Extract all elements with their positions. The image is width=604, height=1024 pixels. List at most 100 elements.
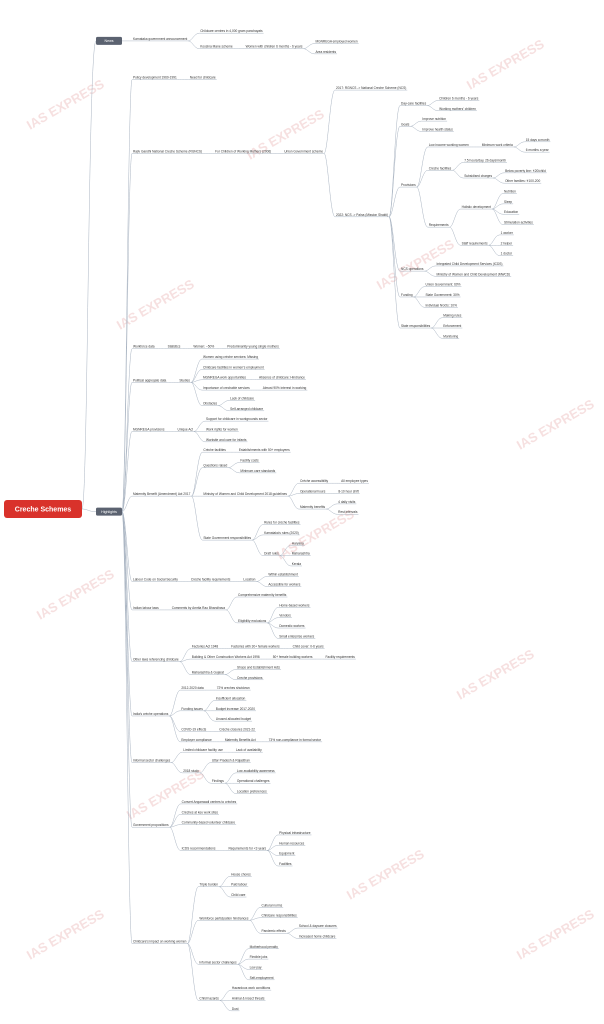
node-government-propositions[interactable]: Government propositions — [132, 823, 170, 828]
node-staff-requirements[interactable]: Staff requirements — [460, 241, 489, 246]
node-findings[interactable]: Findings — [210, 779, 225, 784]
node-location[interactable]: Location — [242, 577, 257, 582]
node-shops-and-establishment-acts[interactable]: Shops and Establishment Acts — [235, 665, 282, 670]
node-women-50[interactable]: Women: ~50% — [192, 345, 216, 349]
node-haryana[interactable]: Haryana — [290, 541, 305, 546]
node-unused-allocated-budget[interactable]: Unused allocated budget — [214, 717, 253, 722]
node-72-creches-shutdown[interactable]: 72% creches shutdown — [215, 686, 251, 691]
node-child-hazards[interactable]: Child hazards — [198, 996, 220, 1001]
node-all-employee-types[interactable]: All employee types — [340, 479, 369, 484]
node-improve-health-status[interactable]: Improve health status — [421, 127, 454, 132]
node-domestic-workers[interactable]: Domestic workers — [278, 624, 306, 629]
node-lack-of-childcare[interactable]: Lack of childcare — [229, 396, 256, 401]
node-1-worker[interactable]: 1 worker — [499, 231, 514, 236]
node-limited-childcare-facility-use[interactable]: Limited childcare facility use — [182, 748, 224, 753]
node-self-arranged-childcare[interactable]: Self-arranged childcare — [229, 407, 265, 412]
node-monitoring[interactable]: Monitoring — [442, 334, 460, 339]
node-house-chores[interactable]: House chores — [230, 872, 252, 877]
node-2018-study[interactable]: 2018 study — [182, 769, 200, 774]
node-comprehensive-maternity-benefits[interactable]: Comprehensive maternity benefits — [237, 593, 288, 598]
node-subsidised-charges[interactable]: Subsidised charges — [463, 174, 494, 179]
node-rajiv-gandhi-national-creche-scheme-rgnc[interactable]: Rajiv Gandhi National Creche Scheme (RGN… — [132, 149, 204, 154]
node-individual-ngos-10[interactable]: Individual NGOs: 10% — [424, 303, 458, 308]
node-karnataka-government-announcement[interactable]: Karnataka government announcement — [132, 37, 189, 42]
node-area-residents[interactable]: Area residents — [314, 50, 338, 55]
node-state-government-30[interactable]: State Government: 30% — [424, 293, 461, 298]
node-day-care-facilities[interactable]: Day-care facilities — [400, 102, 428, 106]
node-maharashtra[interactable]: Maharashtra — [290, 552, 311, 556]
node-child-care[interactable]: Child care — [230, 893, 247, 898]
node-mgnrega-provisions[interactable]: MGNREGA provisions — [132, 427, 166, 432]
node-predominantly-young-single-mothers[interactable]: Predominantly young single mothers — [226, 345, 280, 349]
node-self-employment[interactable]: Self-employment — [248, 976, 275, 981]
node-low-availability-awareness[interactable]: Low availability awareness — [235, 769, 276, 774]
node-human-resources[interactable]: Human resources — [278, 841, 306, 846]
node-4-daily-visits[interactable]: 4 daily visits — [337, 500, 357, 505]
node-factories-act-1948[interactable]: Factories Act 1948 — [190, 645, 220, 649]
node-need-for-childcare[interactable]: Need for childcare — [188, 76, 217, 80]
node-operational-challenges[interactable]: Operational challenges — [235, 779, 271, 784]
node-indian-labour-laws[interactable]: Indian labour laws — [132, 606, 160, 611]
node-icds-recommendations[interactable]: ICDS recommendations — [180, 846, 217, 851]
node-informal-sector-challenges[interactable]: Informal sector challenges — [198, 960, 238, 965]
root-node[interactable]: Creche Schemes — [4, 500, 82, 518]
node-motherhood-penalty[interactable]: Motherhood penalty — [248, 945, 279, 950]
node-within-establishment[interactable]: Within establishment — [267, 572, 299, 577]
node-for-children-of-working-mothers-2006[interactable]: For Children of Working Mothers (2006) — [214, 149, 273, 154]
node-goals[interactable]: Goals — [400, 122, 411, 127]
node-obstacles[interactable]: Obstacles — [201, 402, 219, 406]
node-sleep[interactable]: Sleep — [503, 200, 514, 205]
node-cr-ches-at-key-work-sites[interactable]: Crèches at key work sites — [180, 810, 219, 815]
node-paid-labour[interactable]: Paid labour — [230, 883, 249, 887]
node-cr-che-accessibility[interactable]: Crèche accessibility — [298, 479, 330, 484]
node-home-based-workers[interactable]: Home-based workers — [278, 603, 311, 608]
node-6-months-a-year[interactable]: 6 months a year — [524, 148, 550, 153]
node-maharashtra-gujarat[interactable]: Maharashtra & Gujarat — [190, 671, 225, 675]
node-provisions[interactable]: Provisions — [400, 183, 417, 188]
node-maternity-benefit-amendment-act-2017[interactable]: Maternity Benefit (Amendment) Act 2017 — [132, 492, 192, 497]
node-labour-code-on-social-security[interactable]: Labour Code on Social Security — [132, 577, 179, 582]
node-low-income-working-women[interactable]: Low income working women — [427, 143, 470, 148]
node-cr-che-facilities[interactable]: Crèche facilities — [202, 448, 227, 453]
node-childcare-responsibilities[interactable]: Childcare responsibilities — [260, 914, 298, 918]
node-funding[interactable]: Funding — [400, 293, 414, 298]
node-low-pay[interactable]: Low pay — [248, 965, 263, 970]
node-maternity-benefits-act[interactable]: Maternity Benefits Act — [223, 738, 257, 743]
node-statistics[interactable]: Statistics — [166, 345, 182, 349]
node-budget-increase-2017-2020[interactable]: Budget increase 2017-2020 — [214, 707, 256, 712]
node-holistic-development[interactable]: Holistic development — [460, 205, 492, 210]
node-unique-act[interactable]: Unique Act — [176, 427, 194, 432]
node-other-families-100-200[interactable]: Other families: ₹100-200 — [504, 179, 542, 184]
node-questions-raised[interactable]: Questions raised — [202, 464, 229, 468]
node-women-with-children-6-months-6-years[interactable]: Women with children 6 months - 6 years — [244, 45, 304, 49]
node-state-government-responsibilities[interactable]: State Government responsibilities — [202, 536, 253, 541]
node-creche-provisions[interactable]: Creche provisions — [235, 676, 264, 681]
node-vendors[interactable]: Vendors — [278, 614, 292, 618]
node-lack-of-availability[interactable]: Lack of availability — [234, 748, 263, 753]
node-73-non-compliance-in-formal-sector[interactable]: 73% non-compliance in formal sector — [267, 738, 323, 743]
node-eligibility-exclusions[interactable]: Eligibility exclusions — [237, 619, 268, 624]
node-mgnrega-employed-women[interactable]: MGNREGA employed women — [314, 40, 359, 44]
node-other-laws-referencing-childcare[interactable]: Other laws referencing childcare — [132, 658, 180, 662]
node-rules-for-cr-che-facilities[interactable]: Rules for crèche facilities — [263, 521, 301, 525]
node-education[interactable]: Education — [503, 210, 520, 215]
node-nutrition[interactable]: Nutrition — [503, 190, 517, 194]
node-2-helper[interactable]: 2 helper — [499, 241, 514, 246]
node-insufficient-allocation[interactable]: Insufficient allocation — [214, 696, 247, 701]
node-mgnrega-work-opportunities[interactable]: MGNREGA work opportunities — [201, 376, 248, 380]
node-making-rules[interactable]: Making rules — [442, 314, 463, 318]
node-flexible-jobs[interactable]: Flexible jobs — [248, 955, 269, 960]
node-minimum-care-standards[interactable]: Minimum care standards — [239, 469, 277, 474]
node-comments-by-amrita-rao-bhandhava[interactable]: Comments by Amrita Rao Bhandhava — [170, 606, 227, 611]
node-children-6-months-6-years[interactable]: Children 6 months - 6 years — [438, 96, 480, 101]
node-7-5-hours-day-26-days-month[interactable]: 7.5 hours/day, 26 days/month — [463, 158, 507, 163]
node-facility-costs[interactable]: Facility costs — [239, 459, 260, 463]
node-convert-anganwadi-centres-to-cr-ches[interactable]: Convert Anganwadi centres to crèches — [180, 800, 238, 805]
node-childcare-facilities-in-women-s-employme[interactable]: Childcare facilities in women's employme… — [201, 365, 265, 370]
node-physical-infrastructure[interactable]: Physical infrastructure — [278, 831, 312, 836]
node-school-daycare-closures[interactable]: School & daycare closures — [297, 924, 338, 929]
node-requirements[interactable]: Requirements — [427, 223, 450, 228]
node-increased-home-childcare[interactable]: Increased home childcare — [297, 934, 337, 939]
node-childcare-s-impact-on-working-women[interactable]: Childcare's impact on working women — [132, 940, 188, 944]
node-animal-insect-threats[interactable]: Animal & insect threats — [230, 996, 266, 1001]
